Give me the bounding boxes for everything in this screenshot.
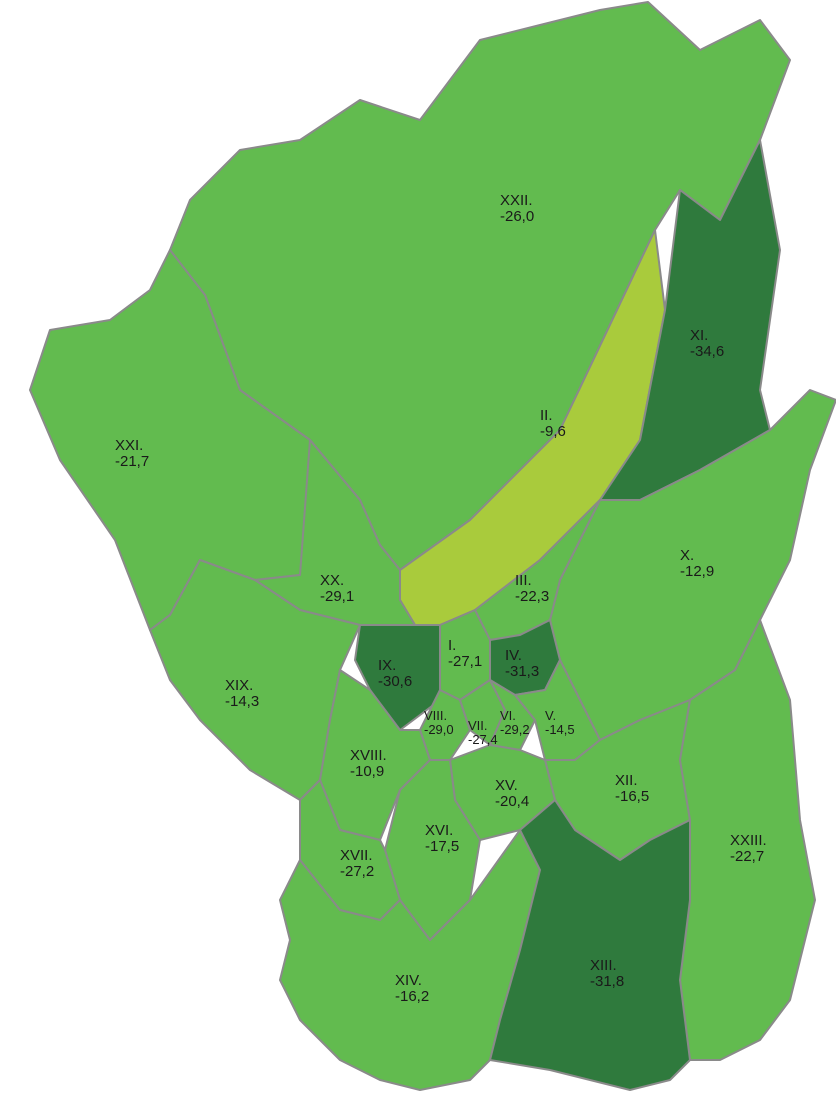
district-label-XII: XII. -16,5	[615, 772, 649, 805]
district-label-XIII: XIII. -31,8	[590, 957, 624, 990]
district-label-XI: XI. -34,6	[690, 327, 724, 360]
district-label-IX: IX. -30,6	[378, 657, 412, 690]
district-label-XVI: XVI. -17,5	[425, 822, 459, 855]
district-label-XIV: XIV. -16,2	[395, 972, 429, 1005]
district-label-I: I. -27,1	[448, 637, 482, 670]
district-label-III: III. -22,3	[515, 572, 549, 605]
district-label-XVII: XVII. -27,2	[340, 847, 377, 880]
district-label-XV: XV. -20,4	[495, 777, 529, 810]
district-label-X: X. -12,9	[680, 547, 714, 580]
district-label-XXII: XXII. -26,0	[500, 192, 537, 225]
district-XIII[interactable]	[489, 799, 691, 1091]
district-label-VIII: VIII. -29,0	[424, 708, 454, 737]
district-label-XXI: XXI. -21,7	[115, 437, 149, 470]
district-label-VI: VI. -29,2	[500, 708, 530, 737]
district-label-XIX: XIX. -14,3	[225, 677, 259, 710]
district-label-XX: XX. -29,1	[320, 572, 354, 605]
district-label-XVIII: XVIII. -10,9	[350, 747, 391, 780]
district-label-XXIII: XXIII. -22,7	[730, 832, 771, 865]
district-label-II: II. -9,6	[540, 407, 566, 440]
district-labels: XXII. -26,0 XXI. -21,7 II. -9,6 XI. -34,…	[115, 192, 771, 1005]
district-label-IV: IV. -31,3	[505, 647, 539, 680]
district-label-V: V. -14,5	[545, 708, 575, 737]
district-label-VII: VII. -27,4	[468, 718, 498, 747]
